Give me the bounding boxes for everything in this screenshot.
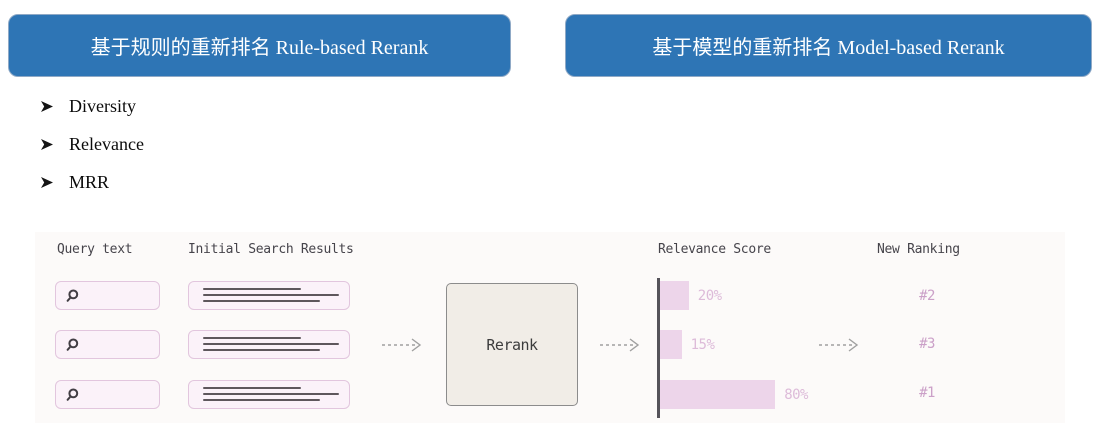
score-bar	[660, 330, 682, 359]
rank-label: #3	[919, 336, 935, 352]
score-bar	[660, 281, 689, 310]
text-line	[203, 288, 301, 290]
score-value-label: 20%	[697, 287, 722, 304]
arrowhead-bullet-icon	[41, 138, 53, 150]
rerank-flow-diagram: Query text Initial Search Results Releva…	[35, 232, 1065, 423]
rule-based-rerank-label: 基于规则的重新排名 Rule-based Rerank	[90, 37, 429, 59]
score-bar	[660, 380, 776, 409]
text-line	[203, 393, 339, 395]
model-based-rerank-label: 基于模型的重新排名 Model-based Rerank	[652, 37, 1005, 59]
results-column-label: Initial Search Results	[188, 242, 354, 257]
ranking-column-label: New Ranking	[877, 242, 960, 257]
search-icon	[66, 338, 79, 351]
text-line	[203, 294, 339, 296]
score-bar-row: 80%	[660, 380, 808, 409]
bullet-label: Relevance	[69, 133, 144, 154]
text-line	[203, 337, 301, 339]
list-item: Diversity	[40, 95, 144, 116]
score-bar-row: 15%	[660, 330, 715, 359]
rank-label: #2	[919, 288, 935, 304]
rule-based-rerank-button[interactable]: 基于规则的重新排名 Rule-based Rerank	[8, 14, 511, 77]
score-column-label: Relevance Score	[658, 242, 771, 257]
bullet-label: Diversity	[69, 95, 136, 116]
rerank-process-box: Rerank	[446, 283, 578, 406]
text-line	[203, 343, 339, 345]
arrowhead-bullet-icon	[41, 176, 53, 188]
list-item: MRR	[40, 171, 144, 192]
text-line	[203, 399, 320, 401]
search-icon	[66, 289, 79, 302]
bullet-label: MRR	[69, 171, 110, 192]
rank-label: #1	[919, 385, 935, 401]
query-input-box	[55, 281, 160, 310]
result-card	[188, 380, 350, 409]
dashed-right-arrow-icon	[819, 338, 859, 352]
list-item: Relevance	[40, 133, 144, 154]
search-icon	[66, 388, 79, 401]
text-line	[203, 387, 301, 389]
arrowhead-bullet-icon	[41, 100, 53, 112]
score-bar-row: 20%	[660, 281, 722, 310]
text-line	[203, 300, 320, 302]
query-input-box	[55, 330, 160, 359]
score-value-label: 80%	[784, 386, 808, 403]
text-line	[203, 349, 320, 351]
model-based-rerank-button[interactable]: 基于模型的重新排名 Model-based Rerank	[565, 14, 1092, 77]
query-input-box	[55, 380, 160, 409]
query-column-label: Query text	[57, 242, 133, 257]
result-card	[188, 281, 350, 310]
result-card	[188, 330, 350, 359]
score-value-label: 15%	[690, 336, 715, 353]
dashed-right-arrow-icon	[382, 338, 422, 352]
metrics-bullet-list: Diversity Relevance MRR	[40, 95, 144, 211]
dashed-right-arrow-icon	[600, 338, 640, 352]
bar-chart-axis	[657, 278, 660, 418]
rerank-label: Rerank	[486, 335, 538, 354]
